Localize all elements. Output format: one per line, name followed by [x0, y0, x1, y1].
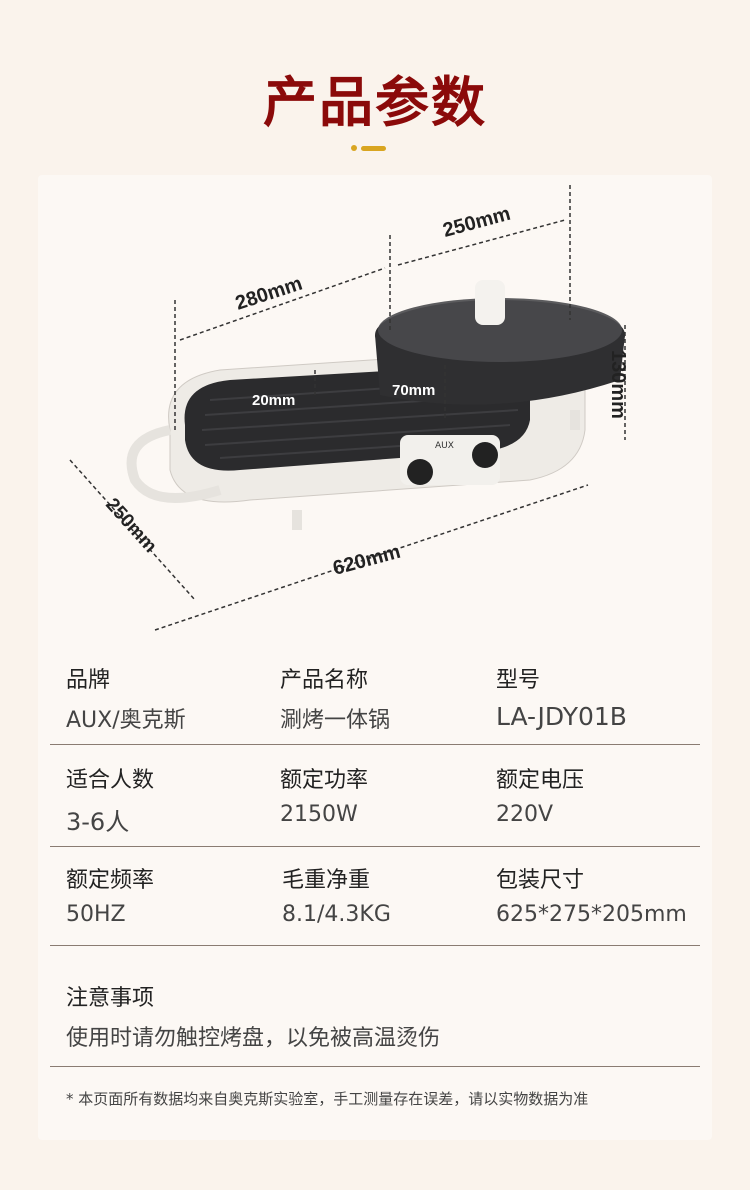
- spec-value: 625*275*205mm: [496, 902, 687, 927]
- footnote: * 本页面所有数据均来自奥克斯实验室，手工测量存在误差，请以实物数据为准: [66, 1090, 589, 1108]
- spec-value: 3-6人: [66, 808, 130, 836]
- spec-label: 产品名称: [280, 668, 369, 693]
- spec-label: 额定功率: [280, 768, 369, 793]
- dim-130: 130mm: [607, 350, 629, 419]
- spec-label: 额定电压: [496, 768, 585, 793]
- spec-label: 毛重净重: [282, 868, 371, 893]
- spec-value: 涮烤一体锅: [280, 708, 391, 733]
- spec-label: 品牌: [66, 668, 111, 693]
- dim-70: 70mm: [392, 382, 435, 399]
- spec-label: 型号: [496, 668, 541, 693]
- title-accent-dash: [361, 146, 386, 151]
- divider: [50, 846, 700, 847]
- spec-label: 额定频率: [66, 868, 155, 893]
- dim-250-top: 250mm: [441, 203, 513, 242]
- dim-250-side: 250mm: [101, 494, 160, 557]
- grill-handle: [126, 425, 222, 503]
- product-diagram: AUX 280mm 250mm 20mm 70mm 130mm 250mm 62…: [69, 185, 629, 631]
- spec-label: 包装尺寸: [496, 868, 585, 893]
- spec-value: 220V: [496, 802, 554, 827]
- notice-text: 使用时请勿触控烤盘，以免被高温烫伤: [66, 1026, 441, 1051]
- notice-label: 注意事项: [66, 986, 155, 1011]
- left-knob: [407, 459, 433, 485]
- dim-620: 620mm: [331, 541, 403, 580]
- divider: [50, 1066, 700, 1067]
- spec-value: 50HZ: [66, 902, 126, 927]
- spec-value: 8.1/4.3KG: [282, 902, 391, 927]
- divider: [50, 744, 700, 745]
- spec-value: LA-JDY01B: [496, 702, 627, 731]
- spec-label: 适合人数: [66, 768, 155, 793]
- brand-mark: AUX: [435, 441, 454, 451]
- page-title: 产品参数: [263, 71, 487, 134]
- right-knob: [472, 442, 498, 468]
- spec-value: AUX/奥克斯: [66, 708, 186, 733]
- lid-handle: [475, 280, 505, 325]
- spec-value: 2150W: [280, 802, 358, 827]
- title-accent-dot: [351, 145, 357, 151]
- dim-20: 20mm: [252, 392, 295, 409]
- divider: [50, 945, 700, 946]
